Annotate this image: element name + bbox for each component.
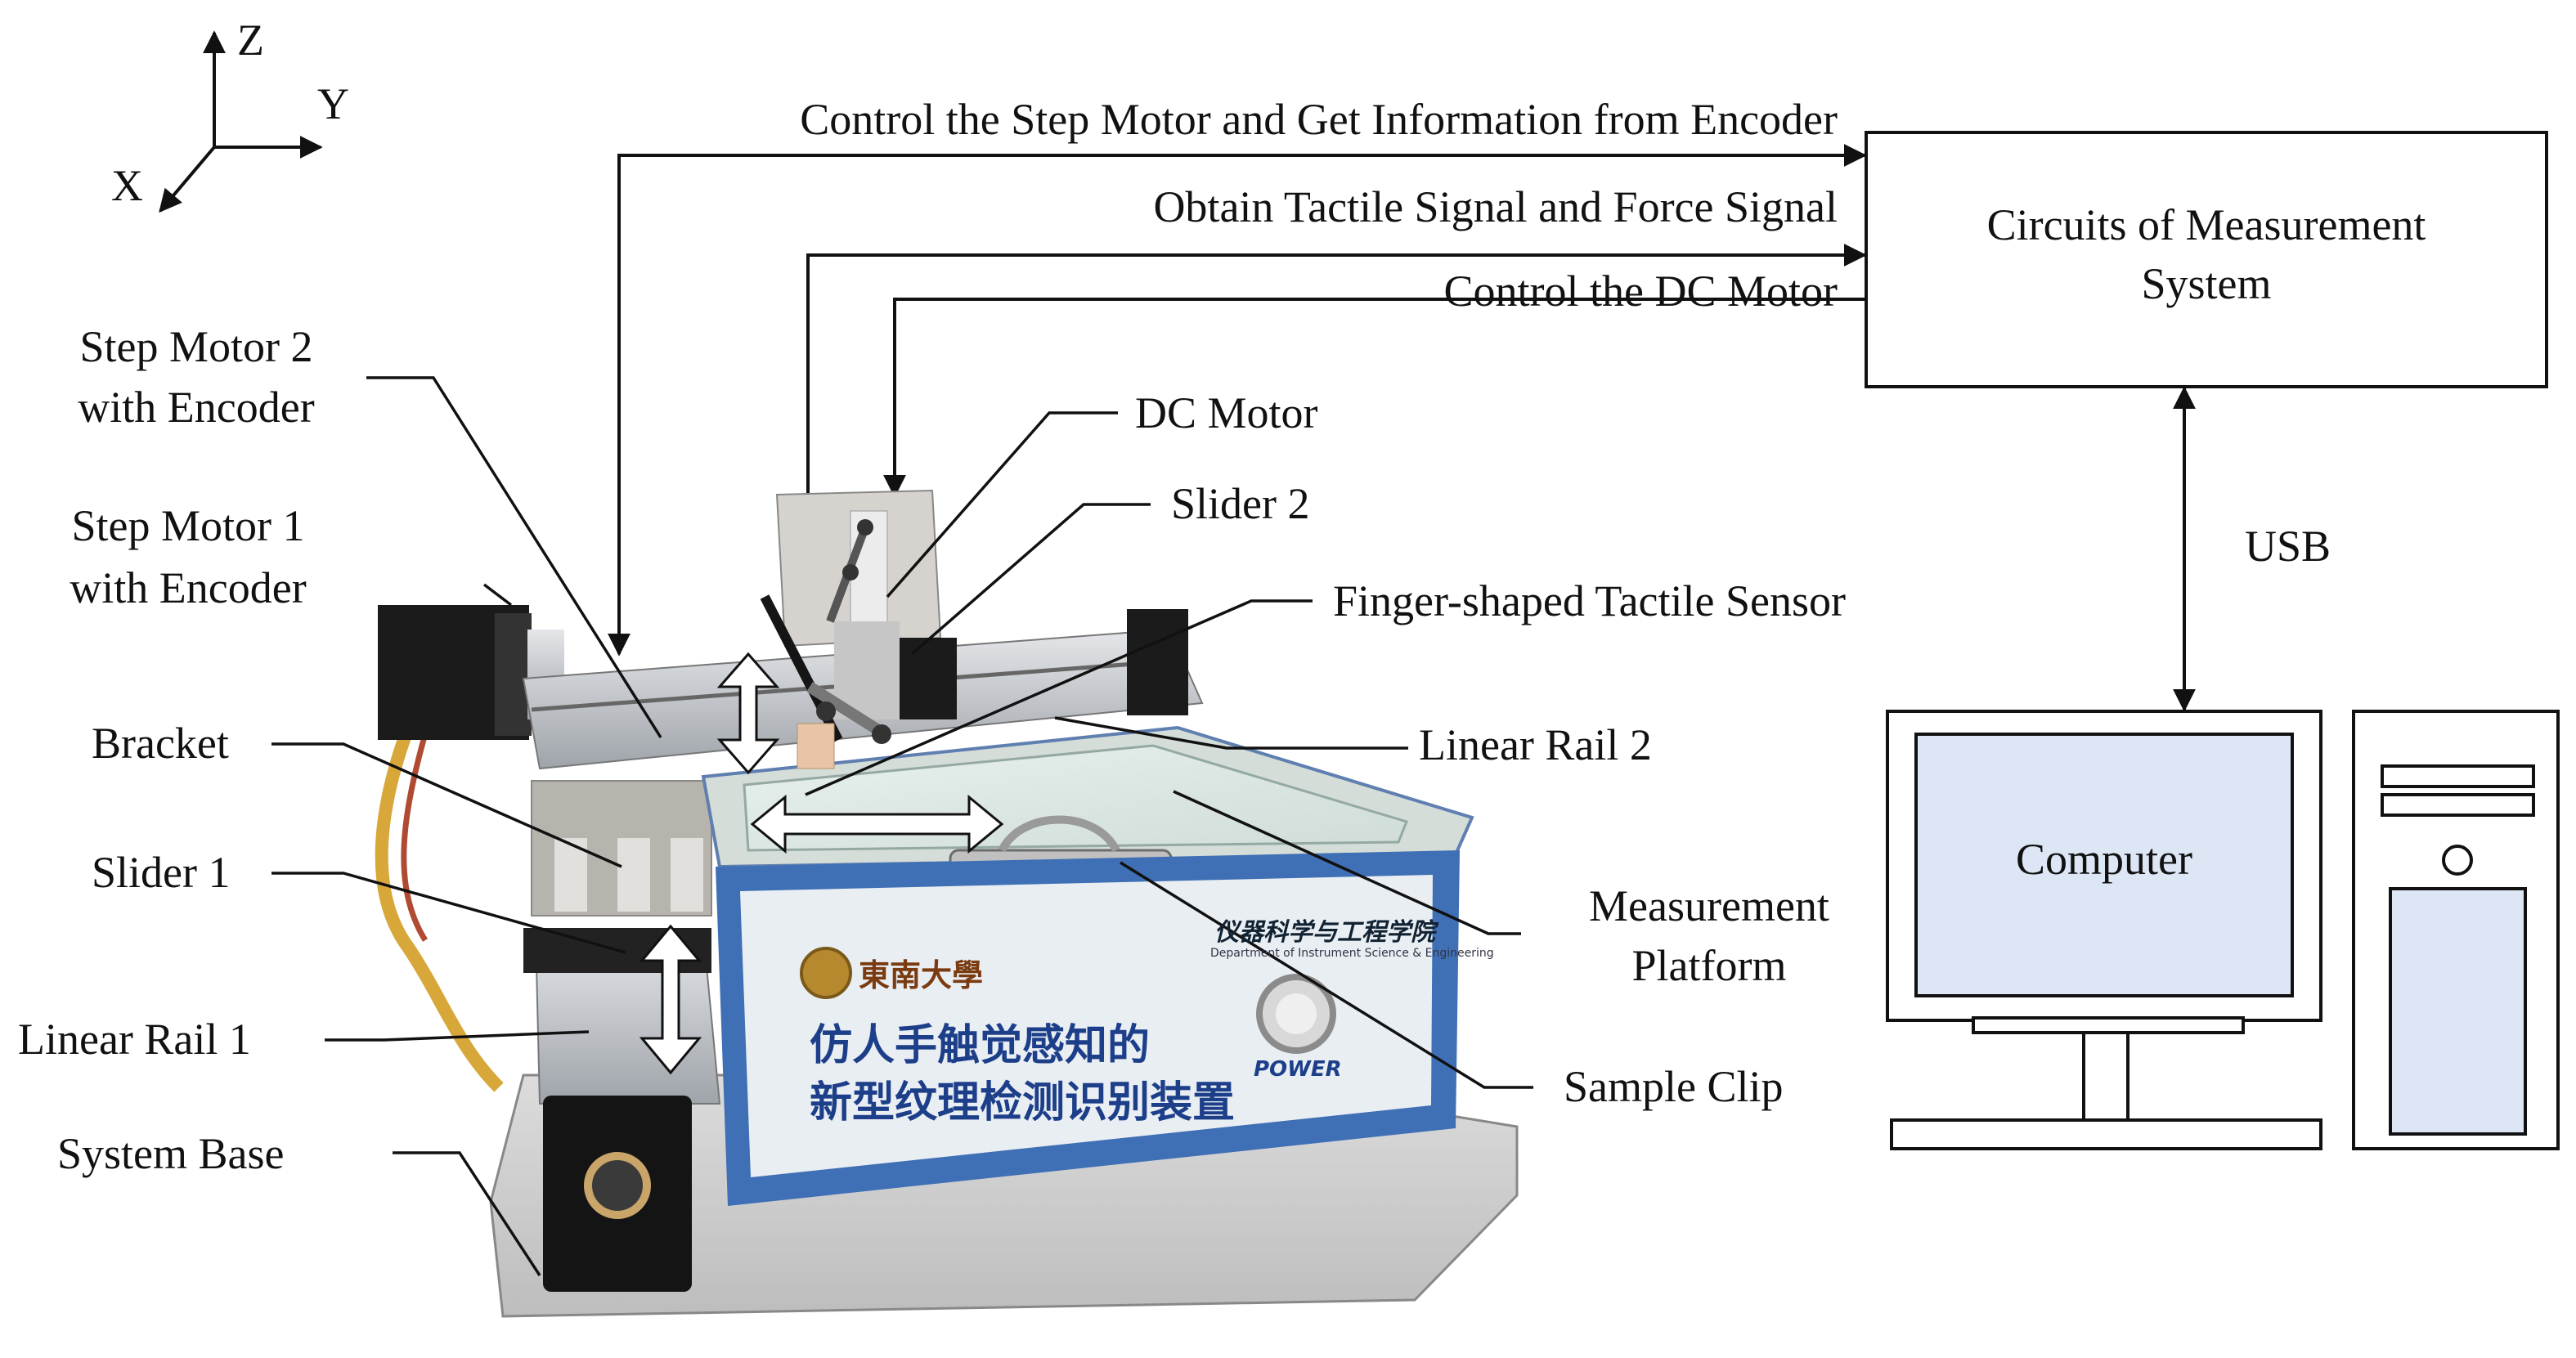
computer-label: Computer: [2016, 835, 2192, 884]
label-dc-motor: DC Motor: [1135, 388, 1318, 437]
label-step-motor-2-line1: Step Motor 2: [79, 322, 313, 371]
label-bracket: Bracket: [92, 719, 229, 768]
signal-step-motor-encoder: Control the Step Motor and Get Informati…: [800, 95, 1838, 144]
usb-label: USB: [2245, 522, 2331, 571]
label-sample-clip: Sample Clip: [1564, 1062, 1784, 1111]
signal-tactile-force: Obtain Tactile Signal and Force Signal: [1153, 182, 1838, 231]
label-measurement-platform-line2: Platform: [1631, 941, 1787, 990]
label-linear-rail-2: Linear Rail 2: [1419, 720, 1652, 769]
device-university: 東南大學: [859, 957, 984, 993]
device-title-line2: 新型纹理检测识别装置: [810, 1078, 1236, 1127]
axis-x-label: X: [111, 161, 143, 210]
device-illustration: [375, 489, 1519, 1318]
label-slider-2: Slider 2: [1171, 479, 1310, 528]
label-step-motor-1-line1: Step Motor 1: [71, 501, 305, 550]
axis-z-label: Z: [237, 16, 264, 65]
label-system-base: System Base: [57, 1129, 285, 1178]
motion-arrows: [639, 652, 1004, 1075]
label-step-motor-2-line2: with Encoder: [78, 383, 315, 432]
label-slider-1: Slider 1: [92, 848, 231, 897]
label-step-motor-1-line2: with Encoder: [70, 563, 307, 612]
device-power-label: POWER: [1254, 1057, 1342, 1082]
circuits-box: Circuits of Measurement System: [1865, 131, 2548, 388]
label-measurement-platform-line1: Measurement: [1589, 881, 1829, 930]
label-finger-sensor: Finger-shaped Tactile Sensor: [1333, 576, 1846, 625]
axis-triad: [159, 30, 323, 213]
device-title-line1: 仿人手触觉感知的: [810, 1021, 1151, 1070]
leader-lines: [272, 376, 1533, 1276]
device-department-en: Department of Instrument Science & Engin…: [1210, 947, 1494, 960]
device-department: 仪器科学与工程学院: [1214, 918, 1435, 947]
circuits-title-line2: System: [2141, 259, 2272, 308]
axis-y-label: Y: [317, 79, 349, 128]
label-linear-rail-1: Linear Rail 1: [18, 1015, 251, 1064]
signal-dc-motor: Control the DC Motor: [1443, 267, 1838, 316]
circuits-title-line1: Circuits of Measurement: [1986, 200, 2426, 249]
computer-illustration: [1886, 710, 2560, 1150]
signal-lines: [608, 144, 2196, 712]
